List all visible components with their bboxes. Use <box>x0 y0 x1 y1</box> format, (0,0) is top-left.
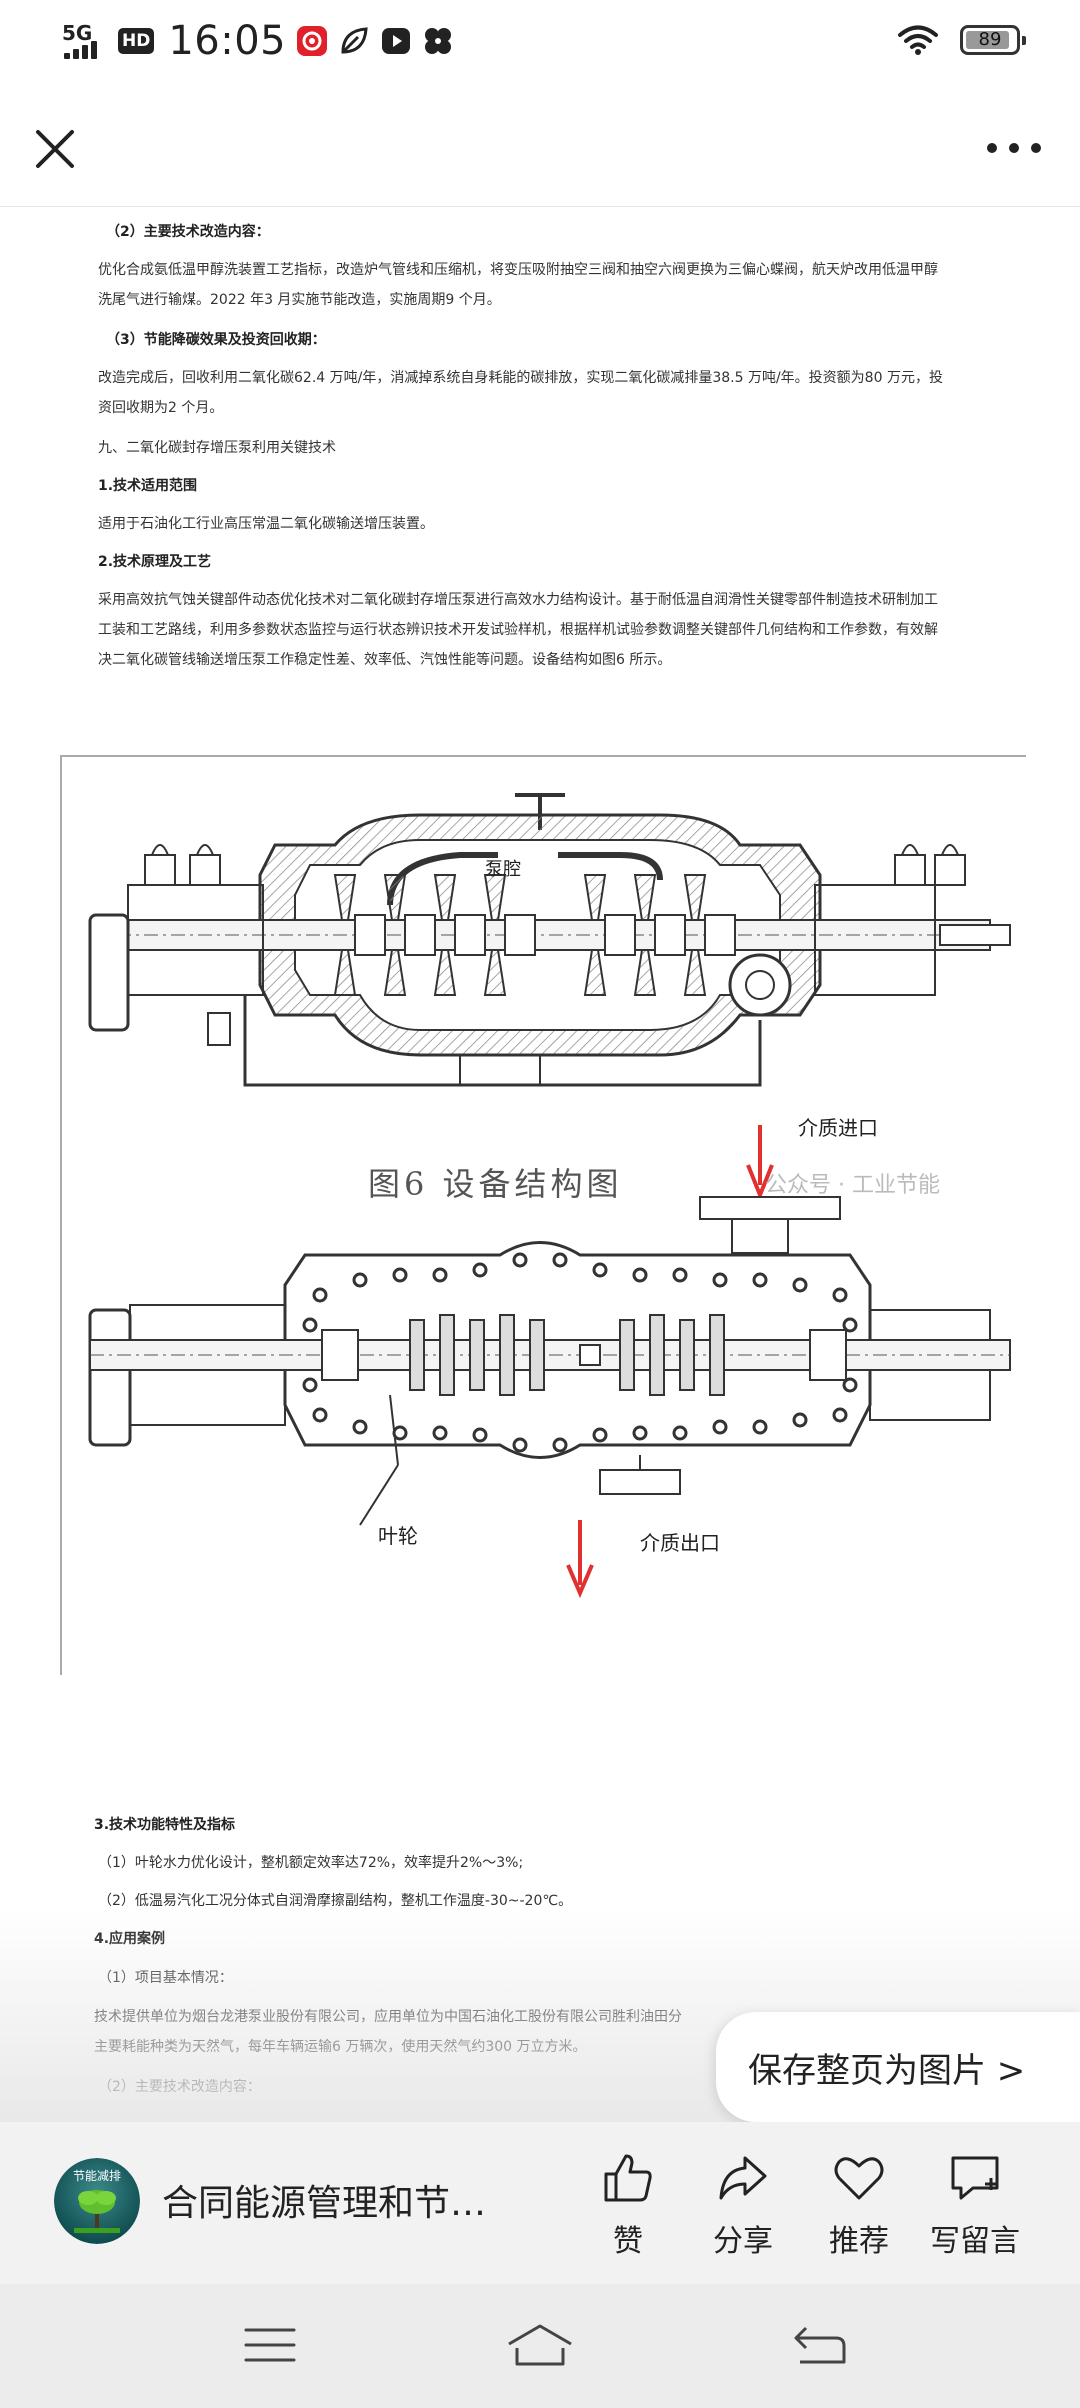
subheading: 2.技术原理及工艺 <box>98 554 212 570</box>
subheading: 1.技术适用范围 <box>98 478 198 494</box>
figure-watermark: 公众号 · 工业节能 <box>765 1173 940 1198</box>
paragraph-line: 决二氧化碳管线输送增压泵工作稳定性差、效率低、汽蚀性能等问题。设备结构如图6 所… <box>98 652 672 668</box>
subheading: （2）主要技术改造内容： <box>106 224 270 240</box>
label-pump-chamber: 泵腔 <box>485 859 521 880</box>
label-inlet: 介质进口 <box>798 1116 878 1140</box>
battery-level: 89 <box>978 29 1002 50</box>
recommend-label: 推荐 <box>829 2224 889 2259</box>
write-comment-label: 写留言 <box>930 2224 1020 2259</box>
paragraph-line: 工装和工艺路线，利用多参数状态监控与运行状态辨识技术开发试验样机，根据样机试验参… <box>98 622 938 638</box>
paragraph-line: 资回收期为2 个月。 <box>98 400 224 416</box>
more-dots-icon[interactable] <box>984 136 1044 160</box>
header-divider <box>0 206 1080 207</box>
like-button[interactable]: 赞 <box>578 2150 678 2270</box>
subheading: 3.技术功能特性及指标 <box>94 1817 236 1833</box>
share-arrow-icon <box>719 2156 767 2200</box>
paragraph-line: （2）低温易汽化工况分体式自润滑摩擦副结构，整机工作温度-30~-20℃。 <box>98 1893 573 1909</box>
paragraph-line: （1）叶轮水力优化设计，整机额定效率达72%，效率提升2%～3%; <box>98 1855 524 1871</box>
write-comment-button[interactable]: 写留言 <box>925 2150 1025 2270</box>
inlet-arrow: 介质进口 <box>699 1116 878 1254</box>
section-view: 泵腔 <box>88 793 1011 1087</box>
subheading: 4.应用案例 <box>94 1931 166 1947</box>
share-label: 分享 <box>713 2224 773 2259</box>
home-icon[interactable] <box>505 2320 575 2370</box>
outlet-arrow: 介质出口 <box>566 1520 720 1599</box>
paragraph-line: 适用于石油化工行业高压常温二氧化碳输送增压装置。 <box>98 516 434 532</box>
label-outlet: 介质出口 <box>640 1531 720 1555</box>
plan-view: 叶轮 <box>88 1241 1011 1548</box>
share-button[interactable]: 分享 <box>693 2150 793 2270</box>
thumbs-up-icon <box>604 2154 652 2202</box>
status-bar-left: 5G HD 16:05 <box>62 18 454 64</box>
paragraph-line: 优化合成氨低温甲醇洗装置工艺指标，改造炉气管线和压缩机，将变压吸附抽空三阀和抽空… <box>98 262 938 278</box>
figure-caption: 图6 设备结构图 <box>368 1165 623 1203</box>
pinwheel-icon <box>425 28 452 54</box>
signal-icon: 5G <box>62 21 108 61</box>
paragraph-line: 改造完成后，回收利用二氧化碳62.4 万吨/年，消减掉系统自身耗能的碳排放，实现… <box>98 370 943 386</box>
play-icon <box>382 28 411 54</box>
label-impeller: 叶轮 <box>378 1524 418 1548</box>
status-bar: 5G HD 16:05 89 <box>0 0 1080 80</box>
battery-icon: 89 <box>960 25 1026 55</box>
system-nav-bar <box>0 2284 1080 2408</box>
heart-icon <box>834 2157 884 2200</box>
paragraph-line: 洗尾气进行输煤。2022 年3 月实施节能改造，实施周期9 个月。 <box>98 292 501 308</box>
paragraph-line: （1）项目基本情况： <box>98 1970 233 1986</box>
account-name[interactable]: 合同能源管理和节… <box>162 2183 487 2224</box>
app-notification-icon <box>297 26 328 56</box>
like-label: 赞 <box>613 2224 643 2259</box>
subheading: （3）节能降碳效果及投资回收期： <box>106 332 326 348</box>
article-body[interactable]: （2）主要技术改造内容： 优化合成氨低温甲醇洗装置工艺指标，改造炉气管线和压缩机… <box>0 207 1080 2122</box>
pump-drawing: 泵腔 介质进口 <box>88 793 1011 1599</box>
menu-icon[interactable] <box>240 2320 300 2370</box>
back-icon[interactable] <box>790 2320 850 2370</box>
status-time: 16:05 <box>168 18 287 64</box>
save-page-as-image-button[interactable]: 保存整页为图片 > <box>716 2012 1080 2122</box>
avatar[interactable]: 节能减排 <box>54 2158 140 2244</box>
leaf-icon <box>341 27 368 54</box>
hd-icon: HD <box>118 28 155 54</box>
network-type: 5G <box>62 21 93 45</box>
article-header <box>0 100 1080 206</box>
recommend-button[interactable]: 推荐 <box>809 2150 909 2270</box>
avatar-label: 节能减排 <box>73 2169 121 2183</box>
save-page-as-image-label: 保存整页为图片 > <box>748 2050 1026 2091</box>
account-action-bar: 节能减排 合同能源管理和节… 赞 分享 推荐 写留言 <box>0 2122 1080 2284</box>
wifi-icon <box>898 25 938 55</box>
section-heading: 九、二氧化碳封存增压泵利用关键技术 <box>98 440 336 456</box>
comment-add-icon <box>951 2156 999 2200</box>
paragraph-line: 采用高效抗气蚀关键部件动态优化技术对二氧化碳封存增压泵进行高效水力结构设计。基于… <box>98 592 938 608</box>
close-icon[interactable] <box>30 124 80 174</box>
status-bar-right: 89 <box>898 24 1026 56</box>
equipment-structure-figure[interactable]: 泵腔 介质进口 <box>60 755 1026 1675</box>
